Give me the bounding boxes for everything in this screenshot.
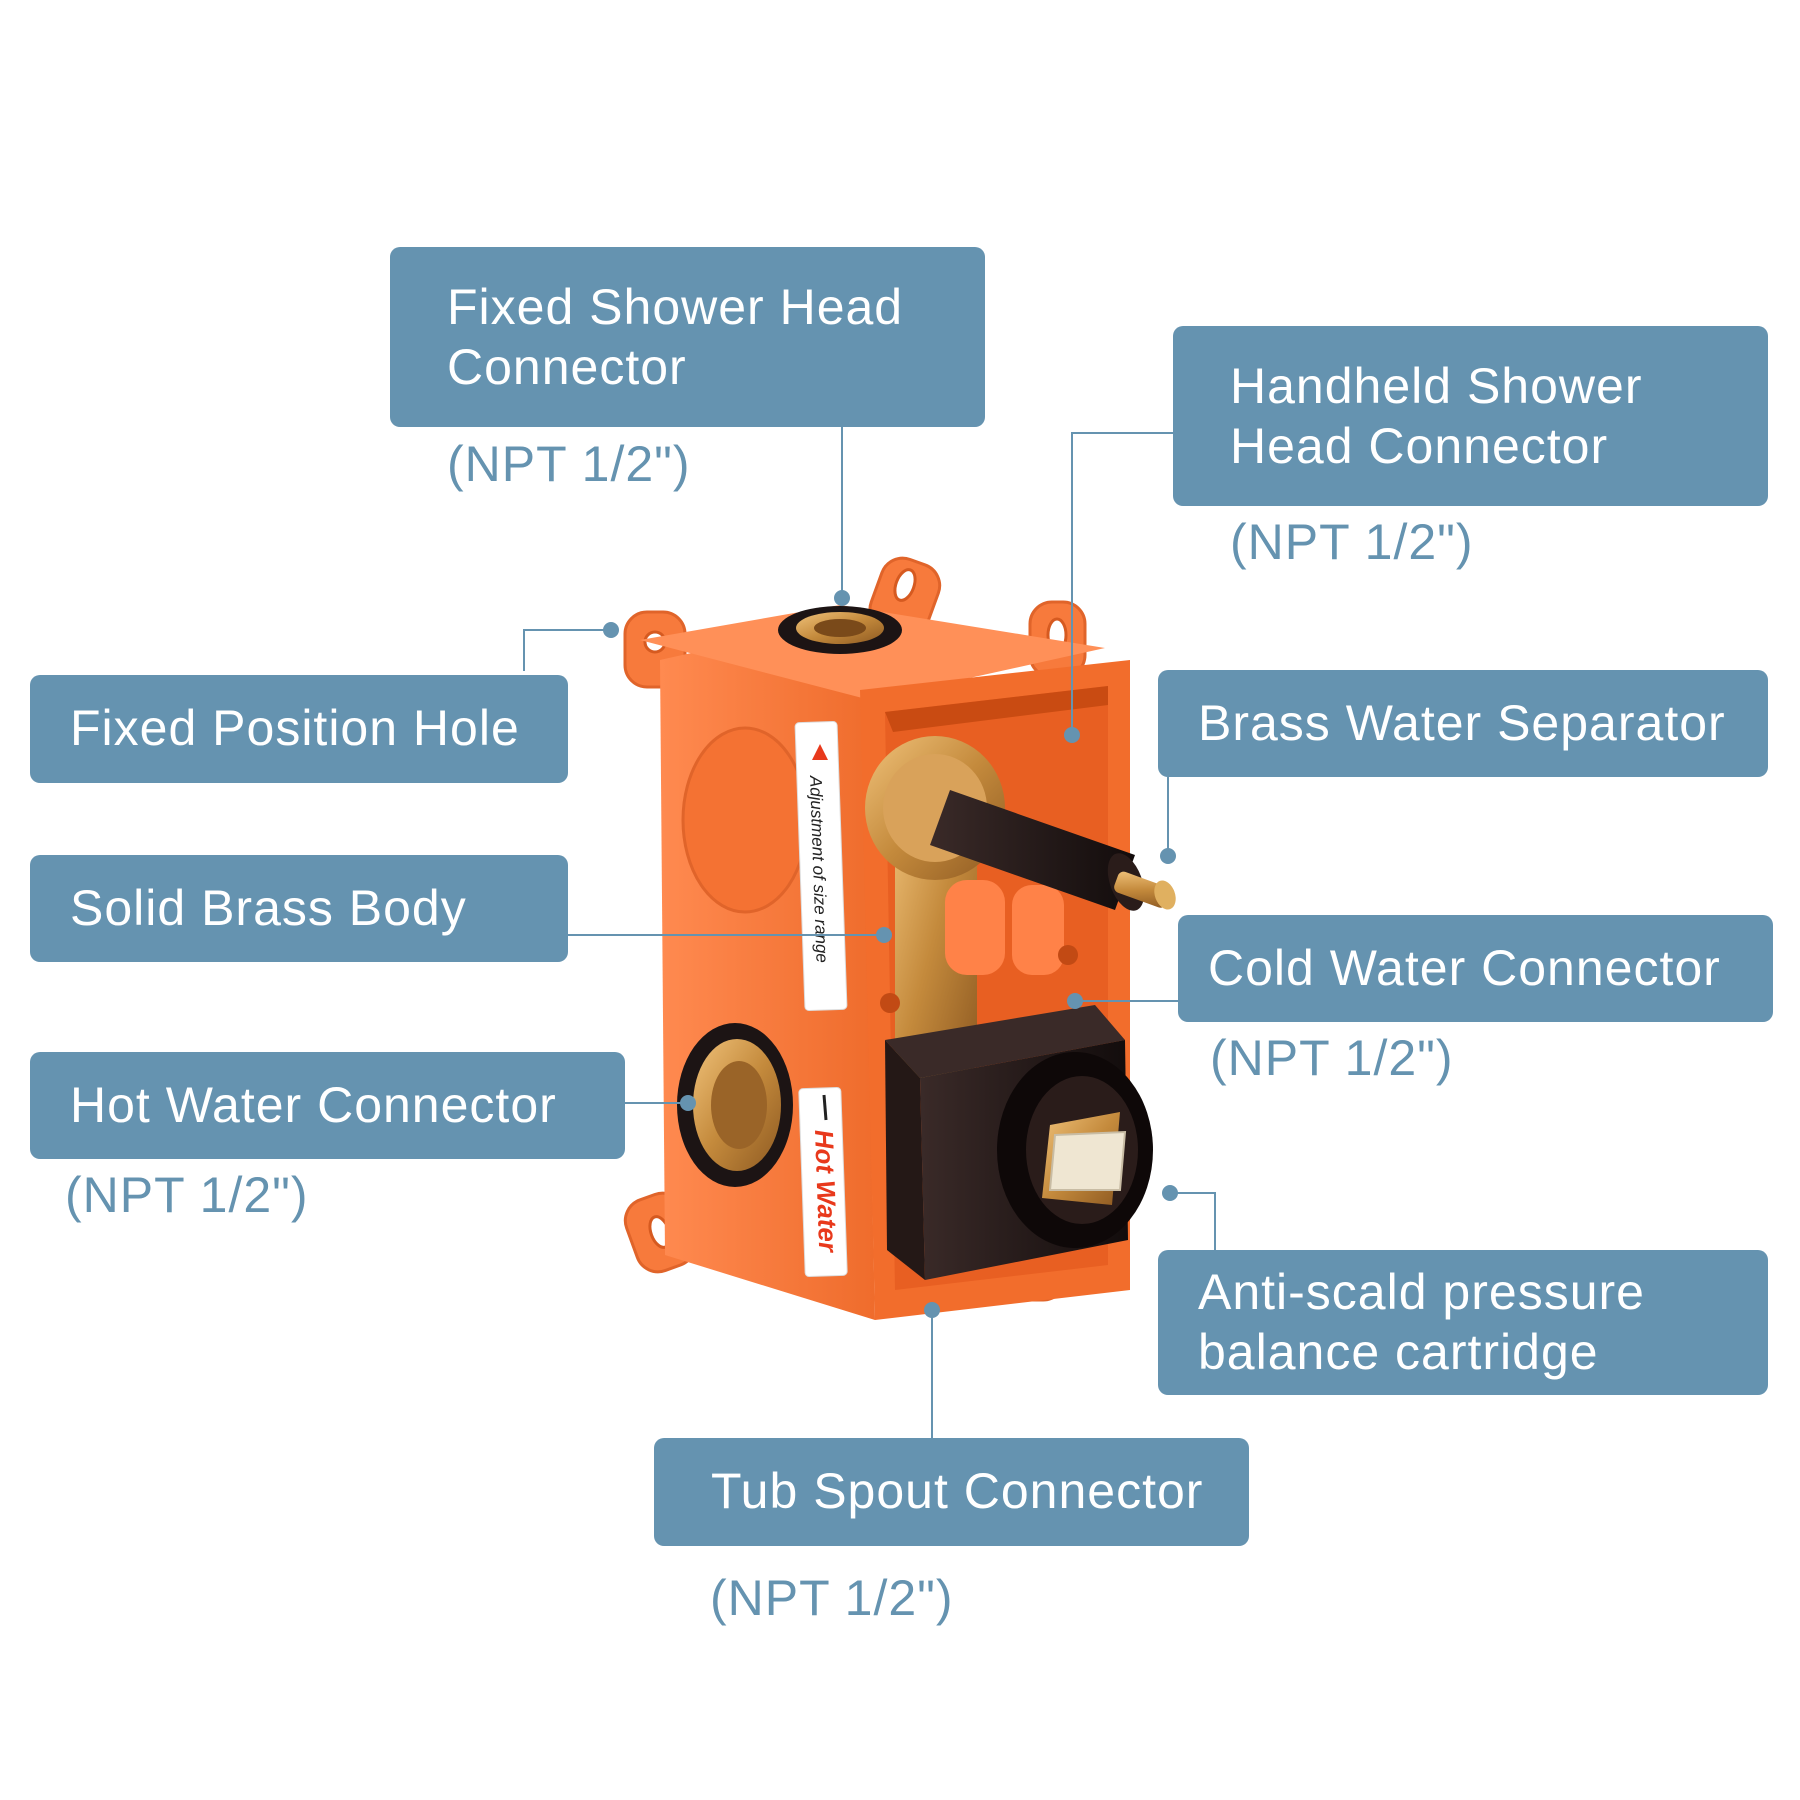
label-fixed-position-hole: Fixed Position Hole [30, 675, 568, 783]
label-cold-water-connector: Cold Water Connector [1178, 915, 1773, 1022]
spec-fixed-shower-head: (NPT 1/2") [447, 436, 691, 492]
label-handheld-shower-head-line1: Handheld Shower [1230, 358, 1643, 414]
cartridge-block [885, 1005, 1153, 1280]
label-cold-water-connector-text: Cold Water Connector [1208, 940, 1721, 996]
label-hot-water-connector-text: Hot Water Connector [70, 1077, 557, 1133]
label-brass-water-separator-text: Brass Water Separator [1198, 695, 1726, 751]
box-top-face [640, 605, 1105, 700]
spec-tub-spout-connector: (NPT 1/2") [710, 1570, 954, 1626]
valve-box: Adjustment of size range Hot Water [623, 556, 1176, 1320]
spec-cold-water-connector: (NPT 1/2") [1210, 1030, 1454, 1086]
hot-water-sticker: Hot Water [798, 1086, 848, 1278]
label-anti-scald-cartridge-line1: Anti-scald pressure [1198, 1264, 1645, 1320]
label-solid-brass-body: Solid Brass Body [30, 855, 568, 962]
top-brass-port [778, 606, 902, 654]
label-fixed-shower-head-line1: Fixed Shower Head [447, 279, 904, 335]
label-solid-brass-body-text: Solid Brass Body [70, 880, 467, 936]
leader-lines [523, 425, 1216, 1440]
hot-water-sticker-text: Hot Water [809, 1129, 843, 1254]
brass-water-separator [930, 790, 1176, 911]
label-handheld-shower-head-line2: Head Connector [1230, 418, 1609, 474]
label-brass-water-separator: Brass Water Separator [1158, 670, 1768, 777]
label-anti-scald-cartridge-line2: balance cartridge [1198, 1324, 1599, 1380]
label-tub-spout-connector: Tub Spout Connector [654, 1438, 1249, 1546]
spec-hot-water-connector: (NPT 1/2") [65, 1167, 309, 1223]
label-fixed-shower-head: Fixed Shower Head Connector [390, 247, 985, 427]
label-fixed-shower-head-line2: Connector [447, 339, 687, 395]
size-range-sticker: Adjustment of size range [794, 720, 848, 1012]
label-handheld-shower-head: Handheld Shower Head Connector [1173, 326, 1768, 506]
label-tub-spout-connector-text: Tub Spout Connector [711, 1463, 1204, 1519]
leader-dots [603, 590, 1178, 1318]
label-anti-scald-cartridge: Anti-scald pressure balance cartridge [1158, 1250, 1768, 1395]
hot-water-port [677, 1023, 793, 1187]
label-fixed-position-hole-text: Fixed Position Hole [70, 700, 520, 756]
label-hot-water-connector: Hot Water Connector [30, 1052, 625, 1159]
spec-handheld-shower-head: (NPT 1/2") [1230, 514, 1474, 570]
